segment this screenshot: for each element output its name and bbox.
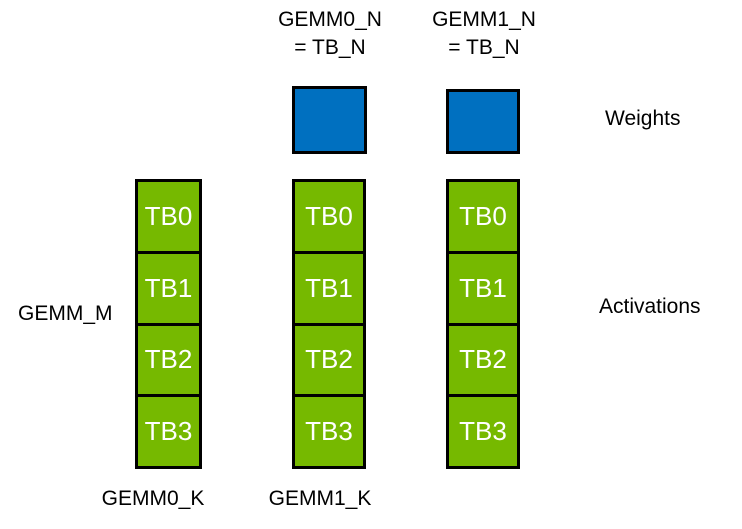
tb-cell: TB3 [138, 394, 199, 466]
gemm1-n-header-label: GEMM1_N = TB_N [404, 6, 564, 62]
gemm1-n-line2: = TB_N [448, 36, 520, 59]
weight-block-0 [292, 86, 367, 154]
gemm-m-label: GEMM_M [18, 302, 113, 325]
activations-label: Activations [599, 295, 701, 318]
activation-column-1: TB0 TB1 TB2 TB3 [292, 179, 366, 469]
activation-column-2: TB0 TB1 TB2 TB3 [446, 179, 520, 469]
tb-cell: TB1 [295, 250, 363, 323]
gemm1-n-line1: GEMM1_N [432, 8, 536, 31]
weights-label: Weights [605, 107, 681, 130]
gemm1-k-footer-label: GEMM1_K [268, 487, 372, 510]
tb-cell: TB1 [449, 250, 517, 323]
tb-cell: TB0 [138, 182, 199, 251]
tb-cell: TB1 [138, 250, 199, 323]
tb-cell: TB3 [449, 394, 517, 466]
tb-cell: TB3 [295, 394, 363, 466]
tb-cell: TB2 [295, 322, 363, 395]
weight-block-1 [446, 89, 520, 154]
gemm0-k-footer-label: GEMM0_K [101, 487, 205, 510]
activation-column-0: TB0 TB1 TB2 TB3 [135, 179, 202, 469]
tb-cell: TB0 [449, 182, 517, 251]
gemm0-n-line2: = TB_N [294, 36, 366, 59]
tb-cell: TB2 [138, 322, 199, 395]
gemm0-n-line1: GEMM0_N [278, 8, 382, 31]
tb-cell: TB0 [295, 182, 363, 251]
gemm0-n-header-label: GEMM0_N = TB_N [250, 6, 410, 62]
tb-cell: TB2 [449, 322, 517, 395]
